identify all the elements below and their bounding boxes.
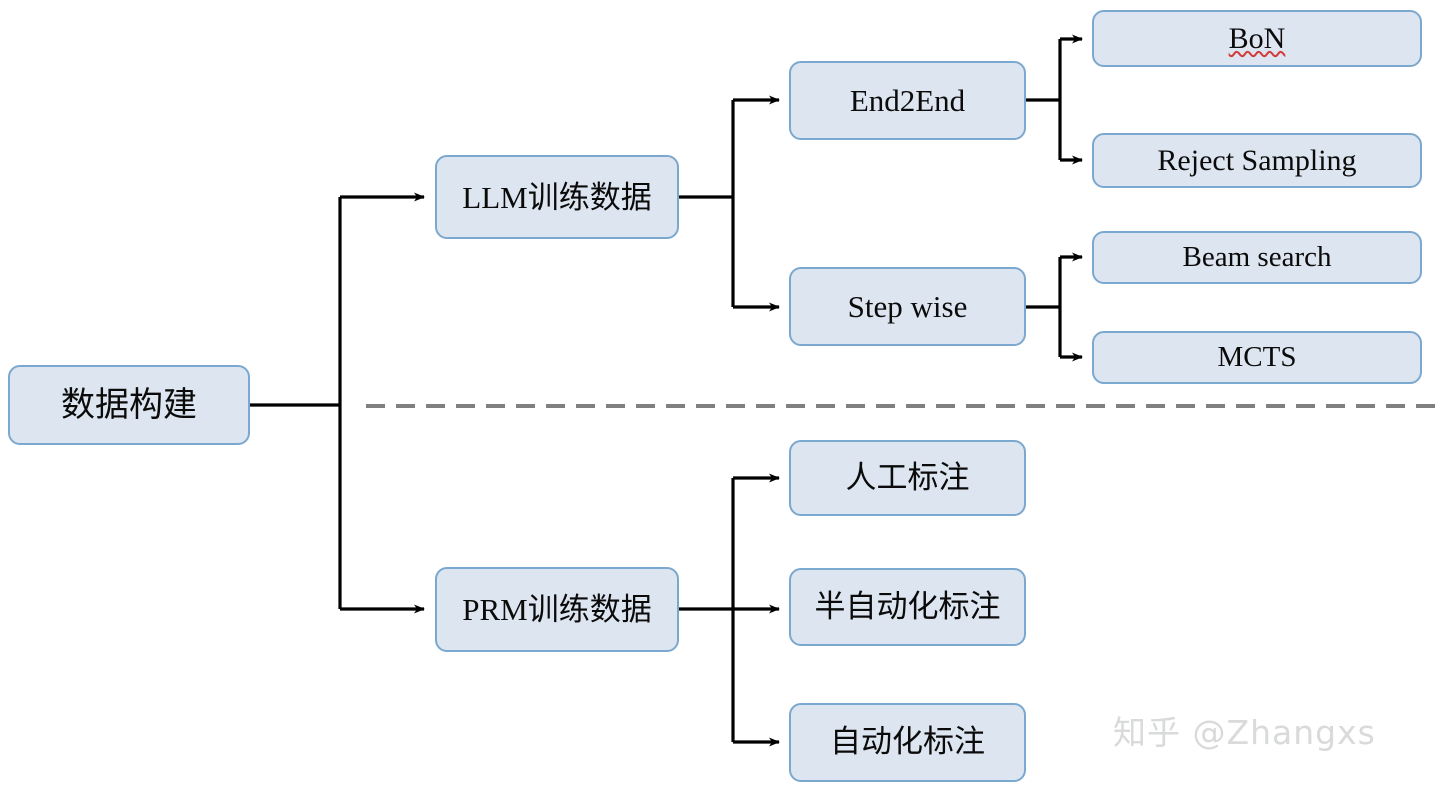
node-manual-annotation[interactable]: 人工标注 [789, 440, 1026, 516]
edge-prm-branch [679, 473, 780, 747]
watermark: 知乎 @Zhangxs [1113, 713, 1376, 752]
edge-end2end-branch [1026, 34, 1083, 165]
node-end2end-label: End2End [849, 83, 966, 118]
node-beam-search-label: Beam search [1182, 241, 1332, 273]
node-mcts-label: MCTS [1217, 341, 1297, 373]
node-reject-sampling[interactable]: Reject Sampling [1092, 133, 1422, 188]
node-step-wise[interactable]: Step wise [789, 267, 1026, 346]
edge-stepwise-branch [1026, 252, 1083, 362]
node-reject-sampling-label: Reject Sampling [1157, 143, 1357, 177]
node-root-label: 数据构建 [61, 385, 197, 425]
node-bon[interactable]: BoN [1092, 10, 1422, 67]
node-llm-training-data[interactable]: LLM训练数据 [435, 155, 679, 239]
node-semi-auto-annotation-label: 半自动化标注 [814, 588, 1001, 625]
node-llm-training-data-label: LLM训练数据 [462, 179, 652, 215]
node-manual-annotation-label: 人工标注 [845, 459, 970, 496]
node-prm-training-data[interactable]: PRM训练数据 [435, 567, 679, 652]
node-mcts[interactable]: MCTS [1092, 331, 1422, 384]
node-auto-annotation[interactable]: 自动化标注 [789, 703, 1026, 782]
node-prm-training-data-label: PRM训练数据 [462, 592, 652, 627]
node-end2end[interactable]: End2End [789, 61, 1026, 140]
edge-llm-branch [679, 95, 780, 312]
node-bon-label: BoN [1228, 21, 1286, 55]
edge-root-branch [250, 192, 425, 614]
node-beam-search[interactable]: Beam search [1092, 231, 1422, 284]
node-auto-annotation-label: 自动化标注 [830, 724, 985, 760]
node-step-wise-label: Step wise [847, 289, 968, 324]
node-semi-auto-annotation[interactable]: 半自动化标注 [789, 568, 1026, 646]
node-root[interactable]: 数据构建 [8, 365, 250, 445]
